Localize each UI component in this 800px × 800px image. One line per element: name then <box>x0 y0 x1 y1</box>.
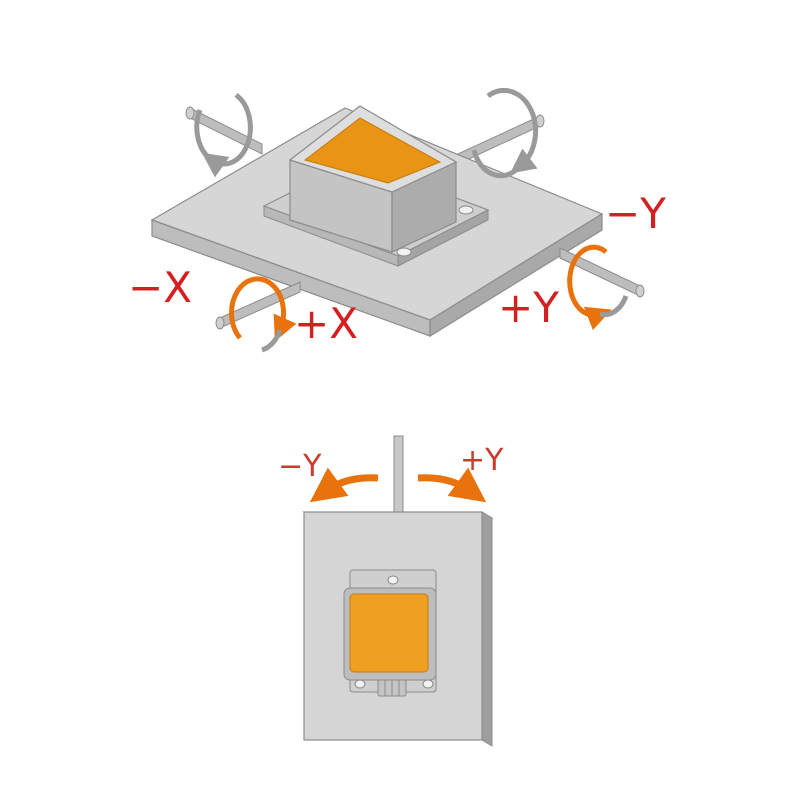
label-neg-y: −Y <box>605 189 666 238</box>
rotation-arrow-y-icon <box>567 244 629 331</box>
side-view-assembly <box>302 435 494 747</box>
shaft-front-left <box>215 281 301 330</box>
rotation-arrow-back-left-icon <box>194 92 253 178</box>
tilt-arrow-right-icon <box>417 467 487 503</box>
rotation-arrow-back-right-icon <box>471 87 539 179</box>
label-pos-y: +Y <box>498 283 559 332</box>
side-sensor-body <box>343 587 437 681</box>
side-sensor-face <box>349 593 429 673</box>
sensor-housing <box>288 105 458 253</box>
sensor-top-face <box>303 117 442 184</box>
shaft-back-left <box>185 106 263 155</box>
label-pos-x: +X <box>294 299 358 348</box>
rotation-arrow-x-icon <box>229 276 297 353</box>
side-label-pos-y: +Y <box>460 443 504 478</box>
cable-gland <box>377 679 407 697</box>
top-view-assembly <box>150 105 645 338</box>
vertical-shaft <box>393 435 404 517</box>
tilt-arrow-left-icon <box>309 467 379 503</box>
shaft-front-right <box>559 247 645 298</box>
label-neg-x: −X <box>128 263 192 312</box>
side-label-neg-y: −Y <box>278 449 322 484</box>
